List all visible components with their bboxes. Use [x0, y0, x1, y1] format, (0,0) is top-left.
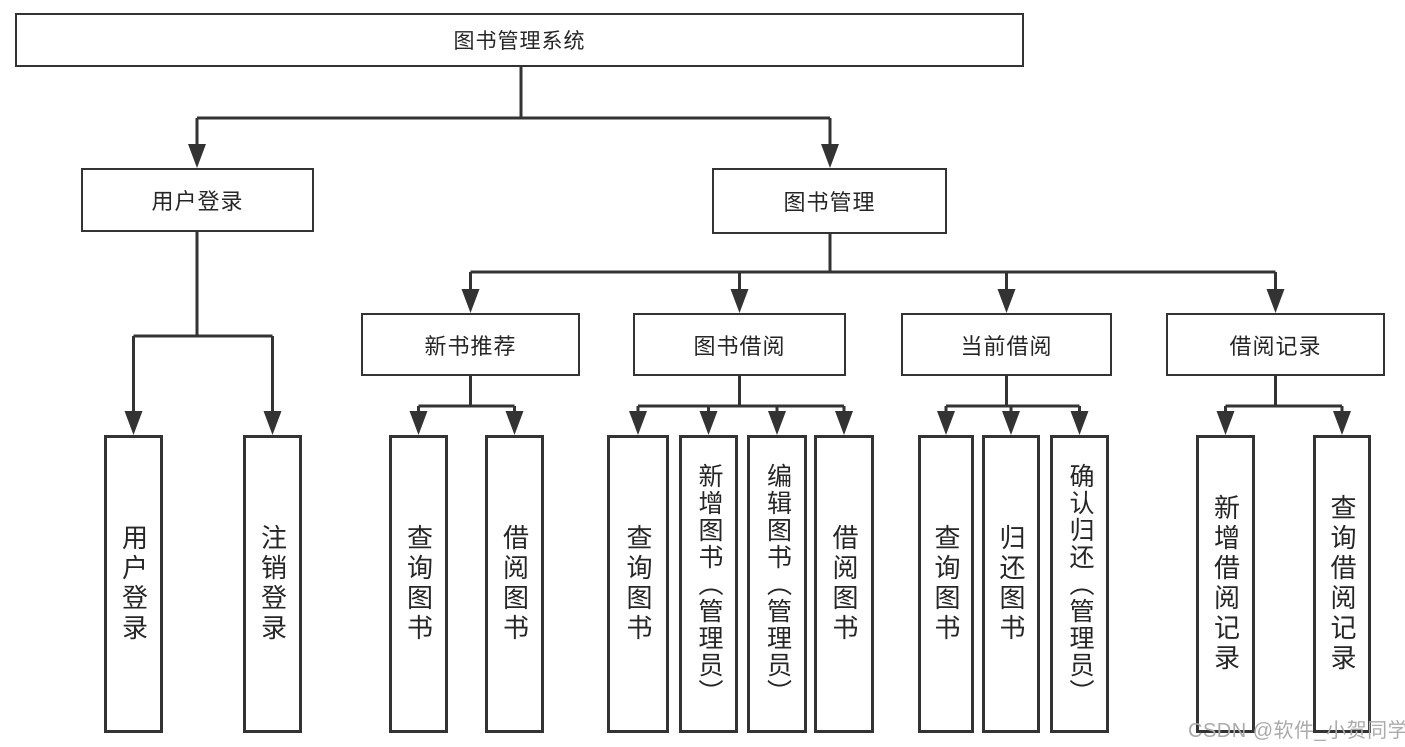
leaf-label: 查询图书 [931, 524, 961, 644]
node-leaf-logout: 注销登录 [243, 435, 302, 733]
node-leaf-query-books: 查询图书 [607, 435, 669, 733]
node-leaf-add-books-admin: 新增图书（管理员） [679, 435, 738, 733]
node-leaf-confirm-return-admin: 确认归还（管理员） [1050, 435, 1109, 733]
leaf-label: 归还图书 [996, 524, 1026, 644]
leaf-label: 查询图书 [403, 524, 434, 644]
leaf-label: 用户登录 [118, 524, 149, 644]
node-leaf-borrow-books: 借阅图书 [485, 435, 544, 733]
node-user-login: 用户登录 [81, 168, 314, 232]
leaf-label: 编辑图书（管理员） [763, 462, 792, 706]
node-leaf-edit-books-admin: 编辑图书（管理员） [747, 435, 807, 733]
node-borrowing-records: 借阅记录 [1166, 313, 1385, 376]
leaf-label: 查询借阅记录 [1327, 494, 1357, 674]
node-leaf-return-books: 归还图书 [982, 435, 1040, 733]
leaf-label: 借阅图书 [829, 524, 859, 644]
node-book-management: 图书管理 [712, 168, 947, 234]
csdn-watermark: CSDN @软件_小贺同学 [1188, 720, 1405, 742]
leaf-label: 新增图书（管理员） [695, 462, 723, 706]
node-leaf-query-books: 查询图书 [918, 435, 974, 733]
node-leaf-borrow-books: 借阅图书 [814, 435, 874, 733]
leaf-label: 注销登录 [257, 524, 288, 644]
node-leaf-user-login: 用户登录 [104, 435, 163, 733]
node-leaf-query-borrow-record: 查询借阅记录 [1313, 435, 1371, 733]
node-current-borrowing: 当前借阅 [901, 313, 1112, 376]
node-leaf-add-borrow-record: 新增借阅记录 [1196, 435, 1255, 733]
leaf-label: 借阅图书 [499, 524, 530, 644]
leaf-label: 确认归还（管理员） [1066, 462, 1094, 706]
leaf-label: 新增借阅记录 [1210, 494, 1241, 674]
node-library-management-system: 图书管理系统 [15, 13, 1024, 67]
node-leaf-query-books: 查询图书 [389, 435, 448, 733]
leaf-label: 查询图书 [623, 524, 653, 644]
arrowheads [124, 144, 1351, 435]
node-book-borrowing: 图书借阅 [633, 313, 846, 376]
node-new-book-recommendation: 新书推荐 [361, 313, 580, 376]
